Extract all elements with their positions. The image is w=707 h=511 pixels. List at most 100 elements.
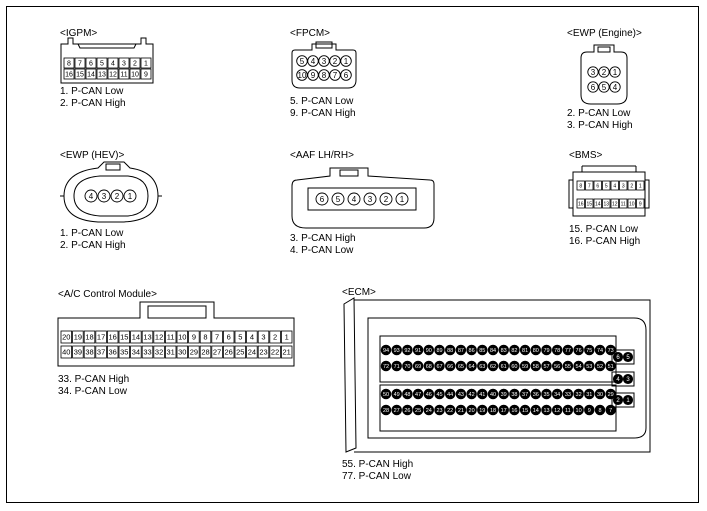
ecm-pin-circle [541,360,552,372]
bms-pin-label: 6 [596,183,599,189]
ecm-pin-label: 83 [501,348,507,354]
ecm-pin-circle [444,404,456,416]
ewp-engine-connector [580,44,628,105]
igpm-pin-box [140,57,152,69]
ecm-pin-circle [455,360,467,372]
ecm-pin-label: 52 [597,364,603,370]
igpm-pin-label: 11 [120,72,127,79]
bms-pin-box [593,198,602,209]
igpm-pin-box [129,68,141,80]
ac-pin-label: 11 [167,333,175,342]
ecm-pin-circle [391,344,402,356]
ac-module-title: <A/C Control Module> [58,289,157,300]
igpm-pin-label: 10 [131,72,139,79]
ecm-pin-label: 79 [543,348,549,354]
igpm-pin-label: 13 [98,72,106,79]
ecm-pin-label: 76 [576,348,582,354]
ecm-pin-label: 26 [404,408,410,414]
ecm-pin-label: 23 [436,408,442,414]
igpm-pin-label: 6 [89,61,93,68]
ewp-engine-pin-circle [598,81,610,93]
ecm-pin-circle [455,344,467,356]
ecm-pin-77: 77. P-CAN Low [342,471,411,482]
ecm-pin-label: 37 [522,392,528,398]
aaf-connector [291,167,435,229]
ewp-engine-pin-circle [609,66,621,78]
ecm-pin-circle [594,344,606,356]
ecm-pin-label: 71 [394,364,400,370]
aaf-pin-circle [347,192,361,206]
ecm-pin-label: 41 [479,392,485,398]
ac-pin-box [141,345,154,359]
ecm-pin-label: 33 [565,392,571,398]
ac-pin-label: 15 [120,333,128,342]
ecm-pin-circle [423,344,435,356]
ecm-pin-circle [573,388,584,400]
igpm-pin-box [96,68,108,80]
ecm-pin-circle [487,360,499,372]
ewp-hev-connector [60,161,162,223]
ecm-pin-label: 27 [394,408,400,414]
bms-pin-box [576,198,585,209]
bms-pin-label: 10 [629,201,635,207]
ac-pin-box [107,330,119,344]
ecm-pin-circle [594,360,606,372]
ac-pin-box [141,330,154,344]
ac-pin-label: 13 [143,333,151,342]
bms-pin-box [593,180,602,191]
ac-pin-box [153,345,165,359]
ewp-hev-pin-circle [110,189,124,203]
bms-pin-box [619,198,628,209]
igpm-pin-box [118,57,130,69]
fpcm-connector [291,41,357,89]
ecm-pin-label: 88 [447,348,453,354]
ac-pin-label: 3 [261,333,265,342]
bms-pin-box [610,198,619,209]
aaf-pin-circle [331,192,345,206]
ecm-pin-label: 28 [383,408,389,414]
ac-pin-label: 19 [74,333,82,342]
ac-pin-box [222,330,235,344]
ecm-pin-label: 82 [511,348,517,354]
igpm-pin-label: 2 [133,61,137,68]
ecm-pin-label: 75 [586,348,592,354]
ecm-pin-circle [605,360,616,372]
ecm-pin-circle [466,344,477,356]
ecm-pin-circle [551,360,563,372]
ecm-pin-label: 29 [608,392,614,398]
ac-pin-label: 5 [238,333,242,342]
ac-pin-box [246,345,258,359]
ecm-pin-circle [412,388,424,400]
ewp-engine-pin-3: 3. P-CAN High [567,120,633,131]
ac-pin-label: 10 [178,333,186,342]
ac-pin-box [153,330,165,344]
ecm-pin-label: 42 [469,392,475,398]
ecm-pin-label: 43 [458,392,464,398]
ac-pin-label: 17 [97,333,105,342]
ac-pin-box [269,345,281,359]
fpcm-pin-label: 10 [298,71,307,80]
igpm-pin-label: 16 [65,72,73,79]
ac-pin-box [118,345,131,359]
ecm-pin-label: 12 [554,408,560,414]
ac-pin-label: 1 [285,333,289,342]
ecm-pin-circle [423,360,435,372]
ecm-pin-label: 92 [404,348,410,354]
fpcm-pin-circle [340,69,352,81]
ecm-pin-label: 80 [533,348,539,354]
bms-pin-label: 8 [579,183,582,189]
ac-pin-box [188,345,200,359]
igpm-pin-2: 2. P-CAN High [60,98,126,109]
ecm-pin-label: 61 [501,364,507,370]
ecm-pin-circle [434,360,445,372]
ecm-pin-circle [380,344,392,356]
ac-pin-label: 14 [132,333,140,342]
ecm-pin-label: 90 [426,348,432,354]
ecm-pin-circle [562,360,574,372]
aaf-pin-circle [363,192,377,206]
ecm-pin-label: 14 [533,408,539,414]
fpcm-title: <FPCM> [290,28,331,39]
